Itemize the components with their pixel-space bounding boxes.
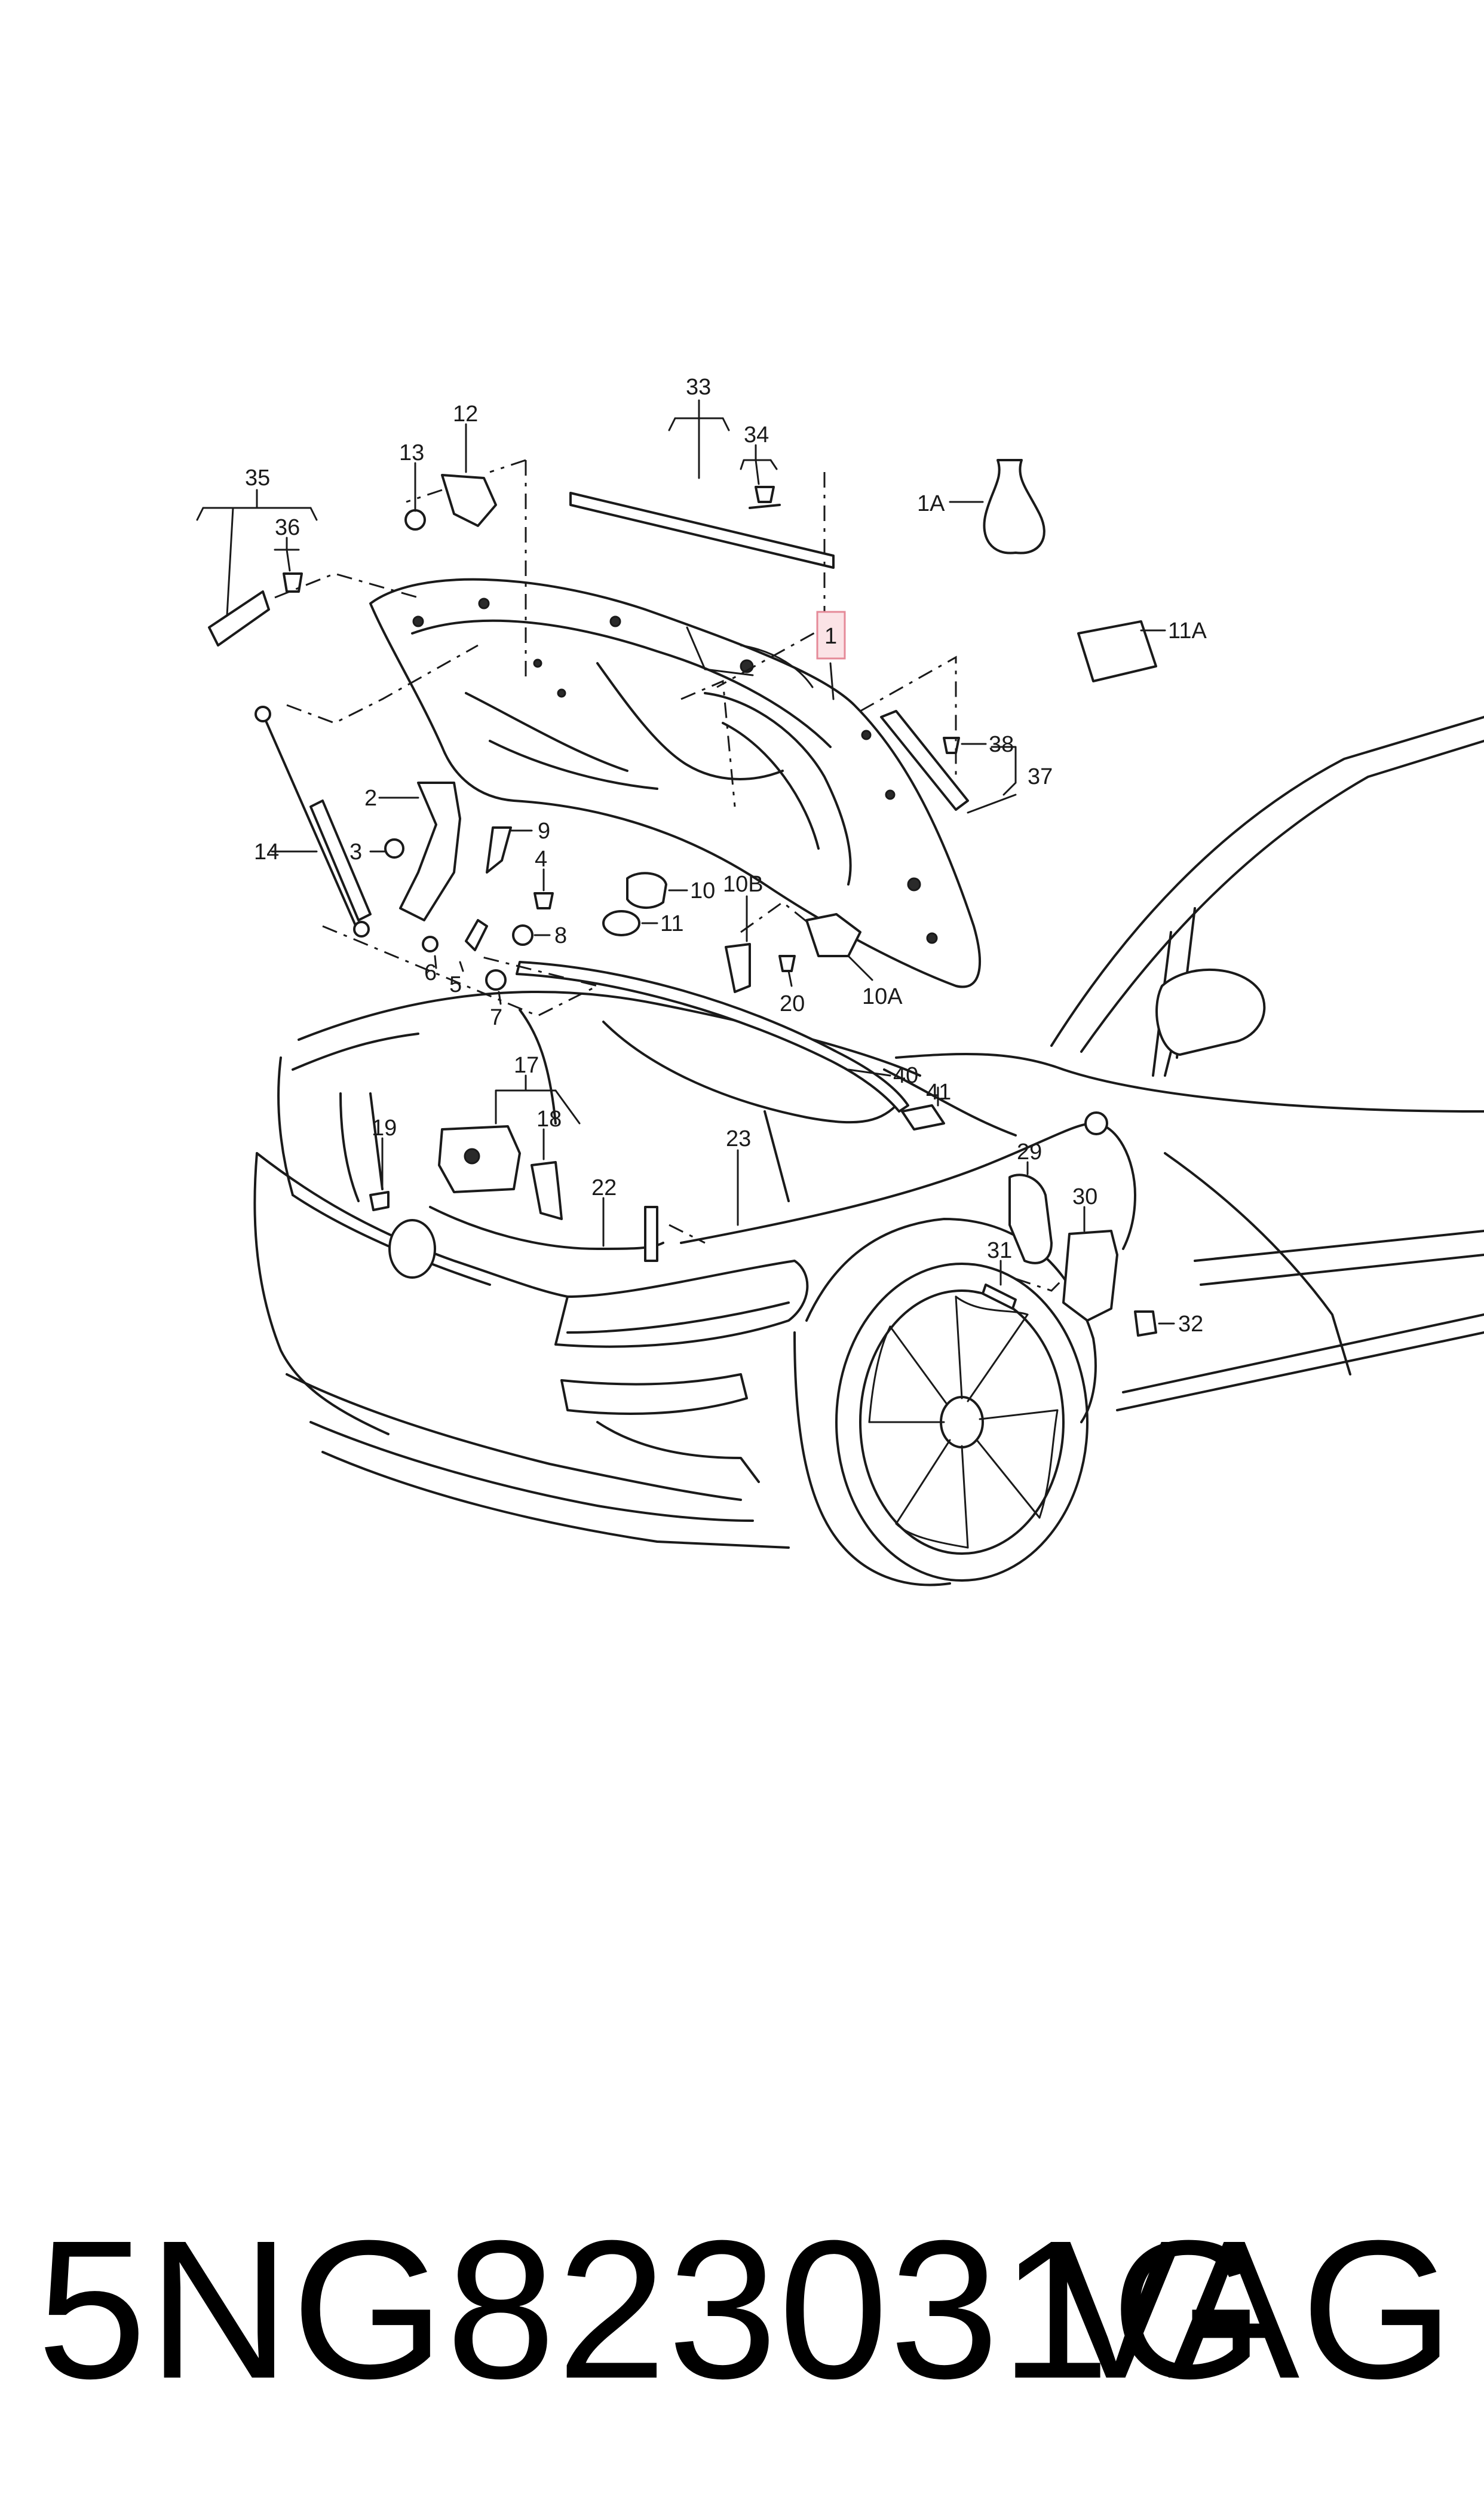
vehicle-body: [253, 716, 1484, 1586]
front-wheel: [835, 1263, 1089, 1582]
callout-30: 30: [1072, 1184, 1097, 1209]
handle-29: [1008, 1174, 1053, 1264]
nut-13: [404, 509, 426, 531]
callout-1-highlight: [816, 611, 846, 660]
bag-1A: [983, 459, 1045, 555]
callout-19: 19: [372, 1116, 397, 1141]
callout-20: 20: [780, 991, 805, 1016]
callout-17: 17: [514, 1053, 539, 1078]
leader-lines: [196, 399, 1175, 1325]
trim-35: [208, 590, 270, 647]
callout-11: 11: [660, 911, 683, 936]
cable-23: [680, 1122, 1136, 1250]
callout-31: 31: [987, 1238, 1012, 1263]
callout-35: 35: [245, 465, 270, 491]
callout-6: 6: [424, 960, 437, 985]
part-41: [901, 1104, 945, 1131]
bump-stop-10: [626, 872, 667, 909]
callout-37: 37: [1028, 764, 1053, 789]
part-9: [486, 826, 512, 874]
callout-1: 1: [824, 624, 837, 649]
seal-40: [516, 961, 909, 1113]
clip-36: [283, 572, 303, 593]
brand-name: VAG: [1050, 2199, 1455, 2419]
callout-10B: 10B: [723, 872, 764, 897]
callout-1A: 1A: [917, 491, 945, 516]
nut-7: [485, 969, 507, 991]
callout-10: 10: [690, 878, 715, 903]
callout-41: 41: [926, 1080, 951, 1105]
callout-8: 8: [554, 923, 567, 948]
label-11A: [1077, 620, 1157, 682]
switch-18: [531, 1161, 563, 1220]
bolt-4: [533, 892, 554, 909]
seal-strip-33: [569, 492, 835, 569]
nut-8: [512, 924, 533, 946]
callout-9: 9: [538, 819, 550, 844]
callout-18: 18: [536, 1107, 562, 1132]
callout-13: 13: [399, 440, 424, 465]
part-10A: [805, 913, 861, 957]
callout-10A: 10A: [862, 984, 903, 1009]
callout-23: 23: [726, 1126, 751, 1151]
callout-34: 34: [744, 422, 769, 448]
hinge-2: [399, 782, 461, 921]
callout-labels: 1 1A 2 3 4 5 6 7 8 9 10 10A 10B 11 11A 1…: [245, 375, 1207, 1337]
bolt-20: [778, 955, 796, 972]
clip-34: [749, 486, 781, 509]
callout-12: 12: [453, 402, 478, 427]
callout-4: 4: [535, 847, 547, 872]
clip-32: [1134, 1310, 1157, 1337]
lock-17: [438, 1125, 521, 1193]
part-number: 5NG823031G: [37, 2199, 1266, 2419]
bolt-19: [369, 1191, 390, 1211]
ring-11: [602, 910, 640, 936]
callout-32: 32: [1178, 1312, 1203, 1337]
bracket-12: [441, 474, 497, 527]
callout-7: 7: [490, 1005, 502, 1030]
callout-29: 29: [1017, 1139, 1042, 1165]
bracket-30: [1062, 1230, 1118, 1322]
callout-33: 33: [686, 375, 711, 400]
callout-2: 2: [364, 786, 377, 811]
callout-5: 5: [449, 972, 462, 997]
hood-panel: [369, 578, 981, 988]
part-10B: [725, 943, 751, 993]
callout-22: 22: [591, 1175, 617, 1200]
bolt-31: [982, 1283, 1017, 1310]
gas-strut-14: [255, 706, 372, 938]
nut-3: [384, 838, 404, 859]
strip-37: [880, 710, 969, 811]
callout-40: 40: [893, 1063, 918, 1088]
bolt-5: [465, 919, 488, 951]
callout-11A: 11A: [1168, 618, 1207, 644]
callout-14: 14: [254, 840, 279, 865]
callout-3: 3: [349, 840, 362, 865]
callout-38: 38: [989, 732, 1014, 757]
callout-36: 36: [275, 515, 300, 540]
washer-6: [422, 936, 439, 952]
